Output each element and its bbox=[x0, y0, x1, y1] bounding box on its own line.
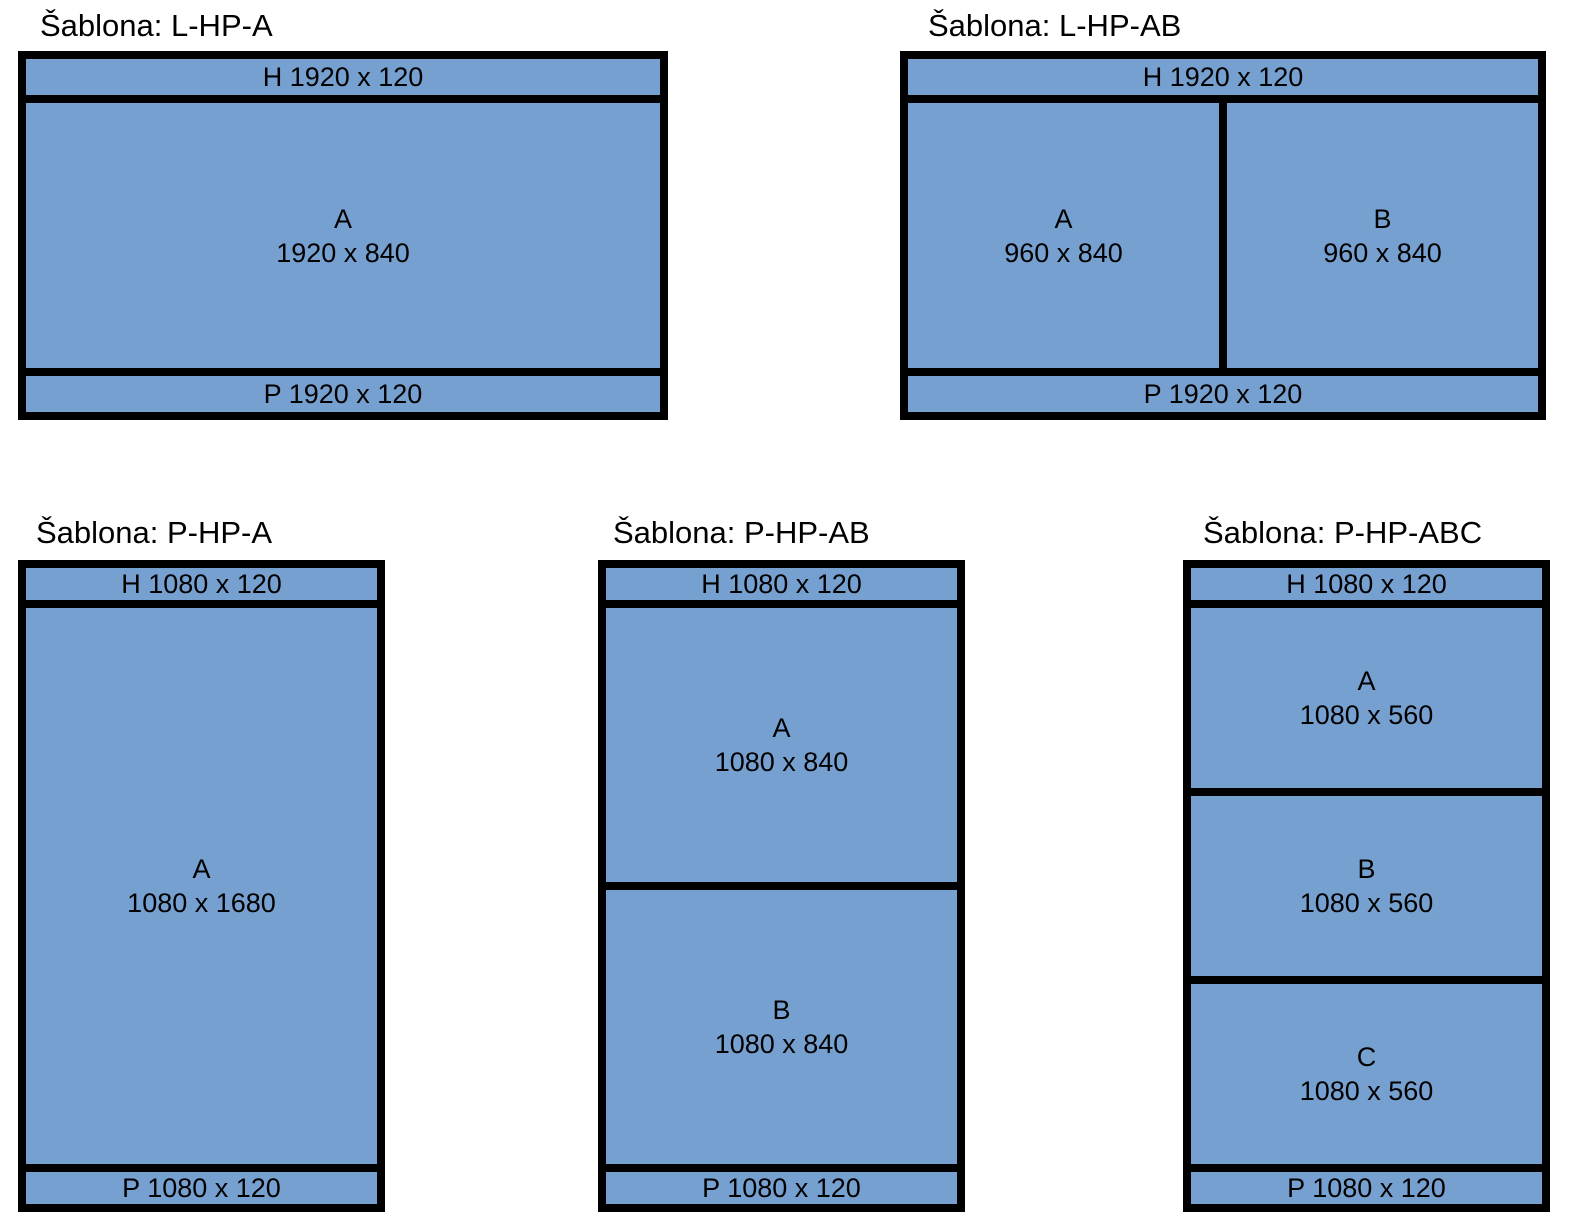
zone-c-key: C bbox=[1356, 1042, 1377, 1072]
divider bbox=[606, 1164, 957, 1172]
zone-a-size: 1080 x 1680 bbox=[127, 888, 276, 918]
divider bbox=[1191, 1164, 1542, 1172]
zone-b-size: 1080 x 840 bbox=[714, 1029, 849, 1059]
zone-footer-p-hp-a: P 1080 x 120 bbox=[26, 1172, 377, 1204]
zone-c-size: 1080 x 560 bbox=[1299, 1076, 1434, 1106]
divider bbox=[26, 368, 660, 376]
divider bbox=[1191, 600, 1542, 608]
zone-b-key: B bbox=[772, 995, 791, 1025]
horizontal-divider bbox=[1191, 788, 1542, 796]
zone-c-label: C 1080 x 560 bbox=[1300, 1040, 1434, 1108]
zone-footer-label: P 1080 x 120 bbox=[1287, 1173, 1446, 1203]
template-diagram-p-hp-ab: H 1080 x 120 A 1080 x 840 B 1080 x 840 P… bbox=[598, 560, 965, 1212]
zone-c-p-hp-abc: C 1080 x 560 bbox=[1191, 984, 1542, 1164]
zone-a-key: A bbox=[192, 854, 211, 884]
zone-b-l-hp-ab: B 960 x 840 bbox=[1227, 103, 1538, 368]
zone-header-label: H 1080 x 120 bbox=[1286, 569, 1447, 599]
zone-a-label: A 1080 x 560 bbox=[1300, 664, 1434, 732]
zone-b-p-hp-abc: B 1080 x 560 bbox=[1191, 796, 1542, 976]
zone-footer-p-hp-abc: P 1080 x 120 bbox=[1191, 1172, 1542, 1204]
zone-footer-l-hp-ab: P 1920 x 120 bbox=[908, 376, 1538, 412]
zone-a-label: A 1080 x 840 bbox=[715, 711, 849, 779]
divider bbox=[908, 368, 1538, 376]
divider bbox=[606, 600, 957, 608]
zone-footer-label: P 1080 x 120 bbox=[122, 1173, 281, 1203]
zone-body-p-hp-ab: A 1080 x 840 B 1080 x 840 bbox=[606, 608, 957, 1164]
zone-header-label: H 1080 x 120 bbox=[121, 569, 282, 599]
zone-a-p-hp-abc: A 1080 x 560 bbox=[1191, 608, 1542, 788]
zone-header-l-hp-a: H 1920 x 120 bbox=[26, 59, 660, 95]
template-title-p-hp-a: Šablona: P-HP-A bbox=[36, 515, 273, 550]
zone-footer-l-hp-a: P 1920 x 120 bbox=[26, 376, 660, 412]
zone-footer-label: P 1080 x 120 bbox=[702, 1173, 861, 1203]
zone-b-key: B bbox=[1373, 203, 1392, 234]
zone-a-p-hp-ab: A 1080 x 840 bbox=[606, 608, 957, 882]
zone-footer-p-hp-ab: P 1080 x 120 bbox=[606, 1172, 957, 1204]
divider bbox=[26, 95, 660, 103]
divider bbox=[26, 1164, 377, 1172]
zone-header-label: H 1920 x 120 bbox=[1142, 62, 1304, 92]
zone-body-p-hp-a: A 1080 x 1680 bbox=[26, 608, 377, 1164]
zone-body-l-hp-a: A 1920 x 840 bbox=[26, 103, 660, 368]
zone-body-l-hp-ab: A 960 x 840 B 960 x 840 bbox=[908, 103, 1538, 368]
horizontal-divider bbox=[606, 882, 957, 890]
template-title-l-hp-ab: Šablona: L-HP-AB bbox=[928, 8, 1182, 43]
template-diagram-p-hp-a: H 1080 x 120 A 1080 x 1680 P 1080 x 120 bbox=[18, 560, 385, 1212]
zone-b-label: B 1080 x 840 bbox=[715, 993, 849, 1061]
template-diagram-p-hp-abc: H 1080 x 120 A 1080 x 560 B 1080 x 560 C… bbox=[1183, 560, 1550, 1212]
zone-b-label: B 1080 x 560 bbox=[1300, 852, 1434, 920]
zone-header-label: H 1920 x 120 bbox=[262, 62, 424, 92]
zone-a-size: 1920 x 840 bbox=[276, 237, 410, 268]
zone-a-key: A bbox=[333, 203, 352, 234]
divider bbox=[26, 600, 377, 608]
zone-a-p-hp-a: A 1080 x 1680 bbox=[26, 608, 377, 1164]
zone-b-p-hp-ab: B 1080 x 840 bbox=[606, 890, 957, 1164]
zone-footer-label: P 1920 x 120 bbox=[1143, 379, 1303, 409]
zone-header-l-hp-ab: H 1920 x 120 bbox=[908, 59, 1538, 95]
horizontal-divider bbox=[1191, 976, 1542, 984]
zone-footer-label: P 1920 x 120 bbox=[263, 379, 423, 409]
zone-header-p-hp-ab: H 1080 x 120 bbox=[606, 568, 957, 600]
zone-a-label: A 1920 x 840 bbox=[276, 202, 410, 270]
divider bbox=[908, 95, 1538, 103]
zone-b-size: 1080 x 560 bbox=[1299, 888, 1434, 918]
zone-a-key: A bbox=[772, 713, 791, 743]
zone-header-label: H 1080 x 120 bbox=[701, 569, 862, 599]
template-title-l-hp-a: Šablona: L-HP-A bbox=[40, 8, 273, 43]
template-diagram-l-hp-a: H 1920 x 120 A 1920 x 840 P 1920 x 120 bbox=[18, 51, 668, 420]
template-diagram-l-hp-ab: H 1920 x 120 A 960 x 840 B 960 x 840 P 1… bbox=[900, 51, 1546, 420]
zone-body-p-hp-abc: A 1080 x 560 B 1080 x 560 C 1080 x 560 bbox=[1191, 608, 1542, 1164]
zone-a-key: A bbox=[1357, 666, 1376, 696]
zone-a-l-hp-a: A 1920 x 840 bbox=[26, 103, 660, 368]
zone-a-l-hp-ab: A 960 x 840 bbox=[908, 103, 1219, 368]
zone-b-label: B 960 x 840 bbox=[1323, 202, 1442, 270]
zone-a-key: A bbox=[1054, 203, 1073, 234]
zone-header-p-hp-a: H 1080 x 120 bbox=[26, 568, 377, 600]
zone-a-size: 1080 x 560 bbox=[1299, 700, 1434, 730]
zone-b-size: 960 x 840 bbox=[1323, 237, 1442, 268]
template-title-p-hp-ab: Šablona: P-HP-AB bbox=[613, 515, 870, 550]
zone-a-label: A 1080 x 1680 bbox=[127, 852, 276, 920]
zone-a-size: 1080 x 840 bbox=[714, 747, 849, 777]
template-title-p-hp-abc: Šablona: P-HP-ABC bbox=[1203, 515, 1483, 550]
zone-b-key: B bbox=[1357, 854, 1376, 884]
zone-header-p-hp-abc: H 1080 x 120 bbox=[1191, 568, 1542, 600]
zone-a-label: A 960 x 840 bbox=[1004, 202, 1123, 270]
zone-a-size: 960 x 840 bbox=[1004, 237, 1123, 268]
vertical-divider bbox=[1219, 103, 1227, 368]
